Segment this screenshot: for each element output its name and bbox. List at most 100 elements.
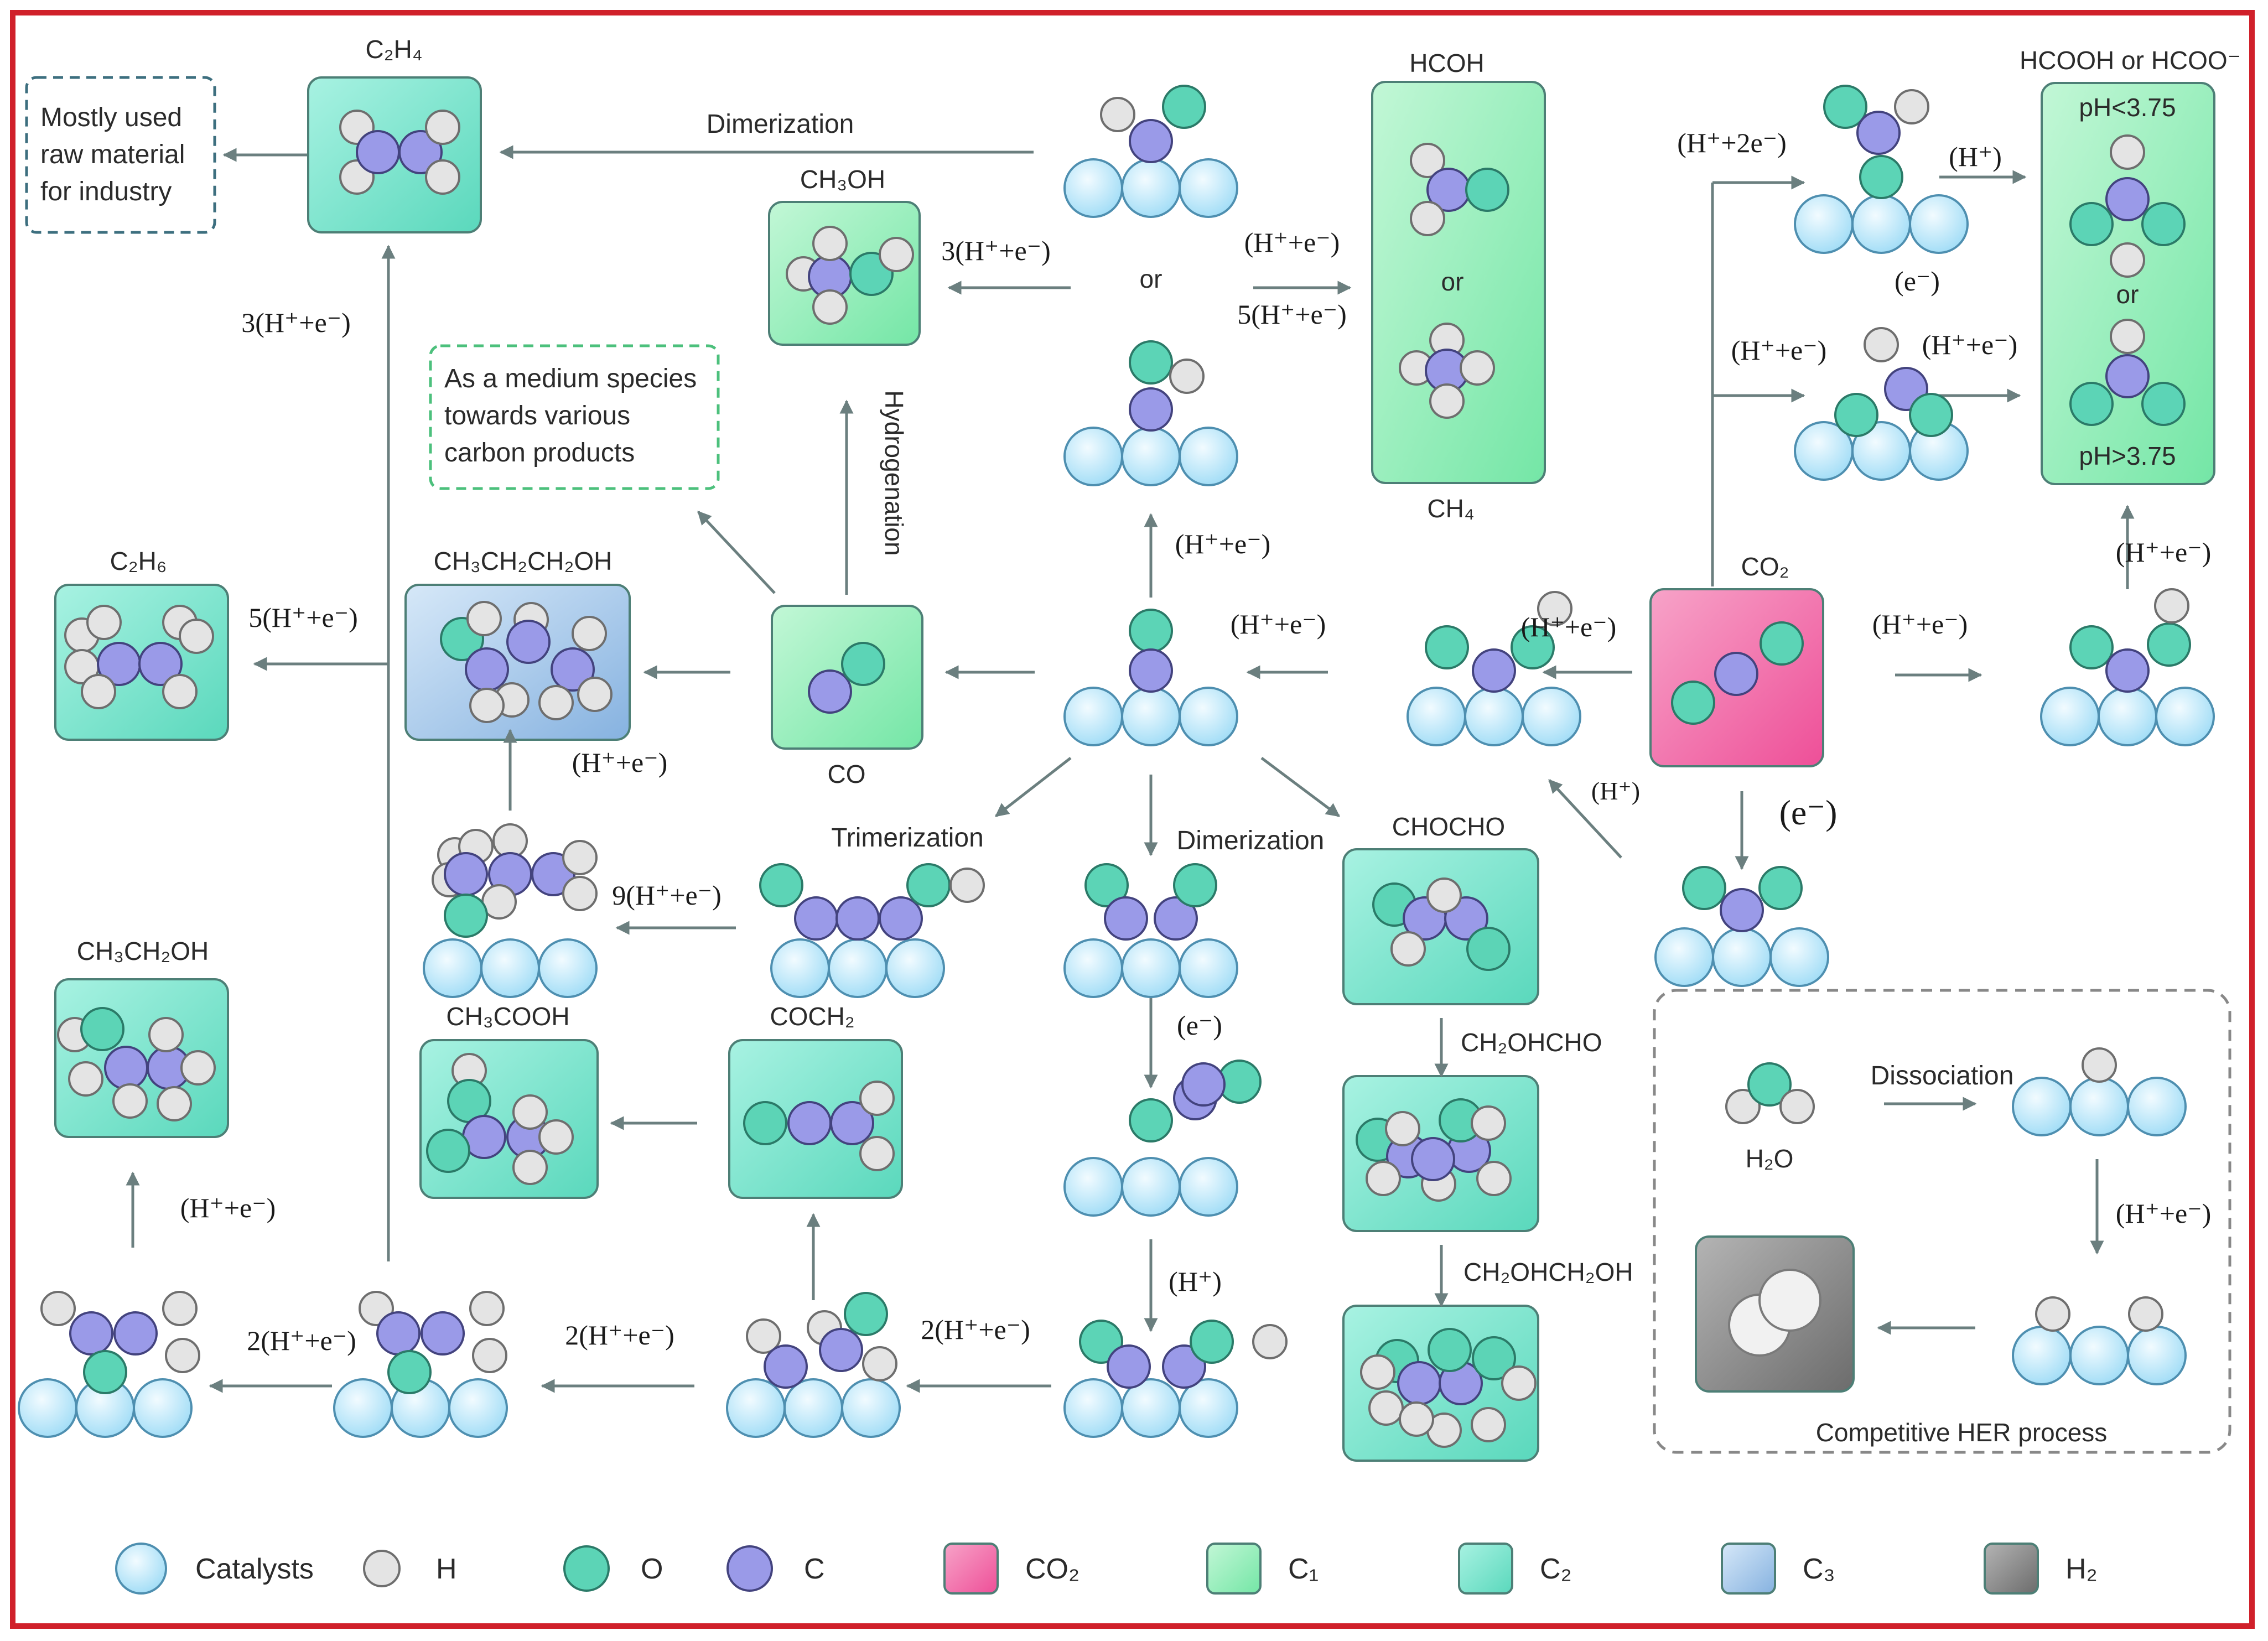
hydrogen-atom (162, 1291, 198, 1326)
catalyst-sphere (480, 938, 540, 998)
hcoh-or-ch4: or (1441, 267, 1464, 296)
carbon-atom (2105, 177, 2150, 221)
catalyst-sphere (1464, 687, 1524, 746)
label-ph-high: pH>3.75 (2079, 442, 2176, 470)
hydrogen-atom (2110, 319, 2145, 354)
step-2he-c: 2(H⁺+e⁻) (921, 1314, 1030, 1345)
hydrogen-atom (148, 1017, 184, 1052)
catalyst-sphere (1179, 938, 1238, 998)
hydrogen-atom (1390, 931, 1426, 967)
legend-c2_box-symbol (1458, 1543, 1513, 1595)
legend-label: C₂ (1540, 1553, 1572, 1585)
oxygen-atom (1173, 863, 1217, 907)
hydrogen-atom (2035, 1296, 2070, 1332)
legend-c3_box-symbol (1721, 1543, 1776, 1595)
arrow-to-chocho (1260, 757, 1340, 817)
step-2he-a: 2(H⁺+e⁻) (247, 1325, 356, 1356)
hydrogen-atom (466, 601, 502, 636)
hydrogen-atom (1501, 1365, 1537, 1401)
oxygen-atom (2069, 625, 2114, 669)
catalyst-sphere (1909, 194, 1969, 254)
step-9he: 9(H⁺+e⁻) (612, 880, 722, 911)
legend-label: H (436, 1553, 457, 1585)
catalyst-sphere (1522, 687, 1581, 746)
hydrogen-atom (538, 1119, 574, 1155)
label-ch2ohch2oh: CH₂OHCH₂OH (1463, 1258, 1633, 1286)
label-chocho: CHOCHO (1392, 812, 1505, 841)
step-e-minus-mid: (e⁻) (1177, 1010, 1222, 1041)
carbon-atom (1162, 1344, 1206, 1389)
molecule-atoms (18, 85, 2215, 1448)
hydrogen-atom (157, 1086, 192, 1121)
catalyst-sphere (1063, 1378, 1123, 1438)
step-he-to-hcoh: (H⁺+e⁻) (1244, 227, 1340, 258)
carbon-atom (808, 669, 852, 714)
carbon-atom (1472, 648, 1516, 693)
step-he-right-a: (H⁺+e⁻) (1731, 335, 1827, 366)
hydrogen-atom (1471, 1105, 1506, 1141)
medium-note-line-3: carbon products (444, 438, 635, 468)
step-5he-c2h6: 5(H⁺+e⁻) (248, 602, 358, 633)
hydrogen-atom (577, 677, 613, 712)
carbon-atom (69, 1311, 113, 1356)
carbon-atom (819, 1328, 863, 1372)
oxygen-atom (2141, 382, 2186, 426)
step-e-minus-big: (e⁻) (1779, 793, 1838, 832)
legend-co2_box-symbol (943, 1543, 999, 1595)
carbon-atom (879, 896, 923, 941)
label-hcoh: HCOH (1409, 49, 1484, 77)
catalyst-sphere (2069, 1077, 2129, 1136)
step-3he-left: 3(H⁺+e⁻) (241, 307, 351, 338)
oxygen-atom (2069, 202, 2114, 246)
catalyst-sphere (1179, 427, 1238, 486)
catalyst-sphere (1179, 687, 1238, 746)
step-2he-b: 2(H⁺+e⁻) (565, 1320, 674, 1351)
industry-note-line-2: raw material (40, 140, 185, 169)
hydrogen-atom (538, 685, 574, 720)
step-he-up-center: (H⁺+e⁻) (1175, 528, 1271, 559)
oxygen-atom (1671, 681, 1715, 725)
oxygen-atom (1084, 863, 1129, 907)
catalyst-sphere (1121, 158, 1181, 218)
oxygen-atom (1823, 85, 1867, 129)
legend-label: Catalysts (195, 1553, 314, 1585)
catalyst-sphere (2155, 687, 2215, 746)
hydrogen-atom (1410, 201, 1445, 236)
hydrogen-atom (469, 1291, 505, 1326)
legend-c1_box-symbol (1206, 1543, 1262, 1595)
oxygen-atom (80, 1007, 124, 1051)
catalyst-sphere (1121, 427, 1181, 486)
label-ph-low: pH<3.75 (2079, 93, 2176, 122)
legend-label: C₃ (1803, 1553, 1835, 1585)
catalyst-sphere (726, 1378, 786, 1438)
label-ch3cooh: CH₃COOH (446, 1002, 569, 1031)
industry-note-line-3: for industry (40, 177, 172, 206)
catalyst-sphere (1063, 158, 1123, 218)
label-c2h6: C₂H₆ (110, 547, 167, 575)
hydrogen-atom (812, 289, 848, 325)
hydrogen-atom (512, 1094, 548, 1130)
label-ch3oh: CH₃OH (800, 165, 885, 194)
hydrogen-atom (812, 226, 848, 261)
catalyst-sphere (1179, 158, 1238, 218)
hydrogen-atom (2154, 588, 2189, 624)
hydrogen-atom (112, 1083, 148, 1119)
carbon-atom (104, 1046, 148, 1090)
carbon-atom (465, 647, 509, 692)
carbon-atom (794, 896, 838, 941)
hydrogen-atom (2110, 134, 2145, 170)
oxygen-atom (1859, 155, 1903, 199)
catalyst-sphere (1063, 427, 1123, 486)
hydrogen-atom (86, 605, 122, 640)
product-boxes (54, 76, 2215, 1462)
carbon-atom (1397, 1361, 1441, 1405)
arrow-co-to-note (697, 511, 776, 594)
oxygen-atom (426, 1129, 470, 1173)
hydrogen-atom (562, 840, 598, 875)
oxygen-atom (1909, 393, 1953, 437)
arrow-trimerization (995, 757, 1072, 817)
step-dimerization-mid: Dimerization (1177, 826, 1325, 855)
hydrogen-atom (1429, 383, 1465, 419)
hydrogen-atom (1368, 1390, 1404, 1426)
